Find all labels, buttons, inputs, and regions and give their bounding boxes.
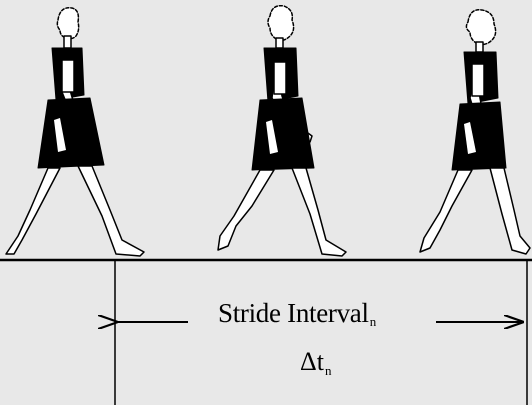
walker-figure-3 [419,9,531,255]
delta-t-subscript: n [324,363,332,378]
stride-interval-text: Stride Interval [218,298,369,328]
stride-interval-label: Stride Intervaln [218,298,376,330]
delta-t-label: Δtn [300,347,331,379]
walker-figure-2 [217,4,347,257]
delta-t-text: Δt [300,347,324,376]
stride-interval-subscript: n [369,314,377,329]
walker-figure-1 [5,7,145,257]
